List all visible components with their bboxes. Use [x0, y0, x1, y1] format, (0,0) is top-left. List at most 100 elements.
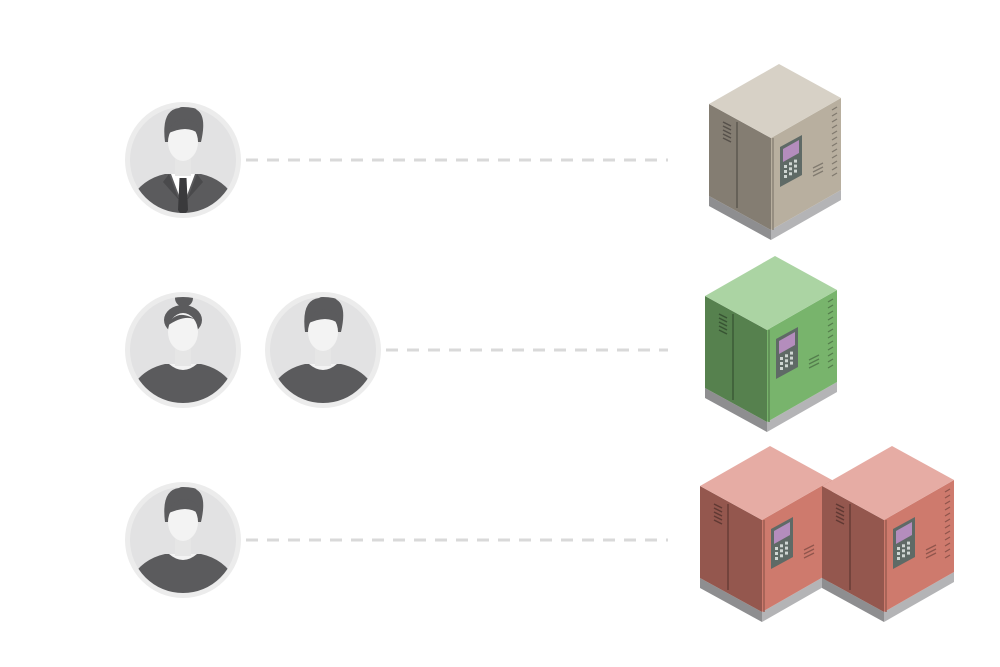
cabinet-base-right	[771, 190, 841, 240]
vent-slot	[827, 328, 834, 333]
vent-slot	[827, 310, 834, 315]
vent-slot	[835, 519, 845, 525]
panel-key	[775, 547, 778, 550]
panel-key	[780, 549, 783, 553]
cabinet-base-left	[705, 388, 767, 432]
vent-slot	[944, 542, 951, 547]
vent-slot	[827, 322, 834, 327]
panel-key	[780, 362, 783, 365]
vent-slot	[835, 515, 845, 521]
panel-key	[785, 541, 788, 545]
vent-slot	[835, 507, 845, 513]
cabinet-base-right	[767, 382, 837, 432]
panel-key	[907, 546, 910, 550]
cabinet-right-face	[767, 290, 837, 422]
vent-slot	[944, 494, 951, 499]
vent-slot	[835, 503, 845, 509]
vent-slot	[722, 121, 732, 127]
vent-slot	[925, 548, 937, 555]
cabinet-right-face	[884, 480, 954, 612]
avatar-neck	[175, 348, 191, 366]
vent-slot	[808, 358, 820, 365]
vent-slot	[812, 162, 824, 169]
vent-slot	[831, 166, 838, 171]
vent-slot	[827, 334, 834, 339]
panel-key	[790, 351, 793, 355]
panel-key	[775, 557, 778, 560]
vent-slot	[831, 148, 838, 153]
panel-key	[902, 549, 905, 553]
panel-key	[902, 544, 905, 548]
hair-bun	[175, 297, 193, 307]
hair-fringe	[167, 314, 199, 326]
vent-slot	[722, 129, 732, 135]
vent-slot	[718, 317, 728, 323]
panel-key	[780, 554, 783, 558]
panel-key	[794, 164, 797, 168]
cabinet-base-left	[700, 578, 762, 622]
vent-slot	[713, 515, 723, 521]
vent-slot	[944, 524, 951, 529]
panel-key	[790, 361, 793, 365]
vent-slot	[831, 112, 838, 117]
vent-slot	[803, 544, 815, 551]
avatar-neck	[315, 348, 331, 366]
vent-slot	[722, 137, 732, 143]
panel-key	[789, 167, 792, 171]
panel-key	[785, 546, 788, 550]
suit-lapels	[163, 174, 203, 200]
vent-slot	[713, 511, 723, 517]
panel-key	[780, 357, 783, 360]
panel-key	[785, 364, 788, 368]
vent-slot	[827, 364, 834, 369]
cabinet-red-2-1	[822, 446, 954, 622]
vent-slot	[718, 325, 728, 331]
vent-slot	[827, 316, 834, 321]
vent-slot	[831, 124, 838, 129]
vent-slot	[718, 329, 728, 335]
panel-key	[785, 551, 788, 555]
vent-slot	[718, 321, 728, 327]
cabinet-tan-0-0	[709, 64, 841, 240]
avatar-man-1-1	[265, 292, 381, 408]
hair-fringe	[167, 119, 199, 134]
avatar-body	[130, 554, 236, 593]
vent-slot	[803, 552, 815, 559]
avatar-woman-1-0	[125, 292, 241, 408]
cabinet-base-right	[762, 572, 832, 622]
panel-key	[784, 175, 787, 178]
vent-slot	[827, 358, 834, 363]
panel-key	[785, 354, 788, 358]
vent-slot	[713, 519, 723, 525]
vent-slot	[944, 500, 951, 505]
vent-slot	[722, 133, 732, 139]
panel-key	[897, 552, 900, 555]
hair-fringe	[307, 309, 339, 324]
cabinet-right-face	[762, 480, 832, 612]
panel-key	[784, 165, 787, 168]
tie-icon	[178, 178, 188, 213]
cabinet-right-face	[771, 98, 841, 230]
vent-slot	[835, 511, 845, 517]
panel-screen	[779, 332, 795, 354]
vent-slot	[944, 530, 951, 535]
vent-slot	[713, 503, 723, 509]
vent-slot	[803, 548, 815, 555]
cabinet-top-face	[709, 64, 841, 138]
cabinet-top-face	[700, 446, 832, 520]
vent-slot	[944, 512, 951, 517]
avatar-face	[168, 123, 198, 161]
vent-slot	[944, 506, 951, 511]
avatar-face	[168, 313, 198, 351]
cabinet-base-left	[709, 196, 771, 240]
vent-slot	[831, 172, 838, 177]
vent-slot	[827, 352, 834, 357]
vent-slot	[808, 354, 820, 361]
avatar-neck	[175, 158, 191, 176]
panel-key	[794, 159, 797, 163]
vent-slot	[944, 518, 951, 523]
vent-slot	[812, 170, 824, 177]
avatar-neck	[175, 538, 191, 556]
vent-slot	[722, 125, 732, 131]
